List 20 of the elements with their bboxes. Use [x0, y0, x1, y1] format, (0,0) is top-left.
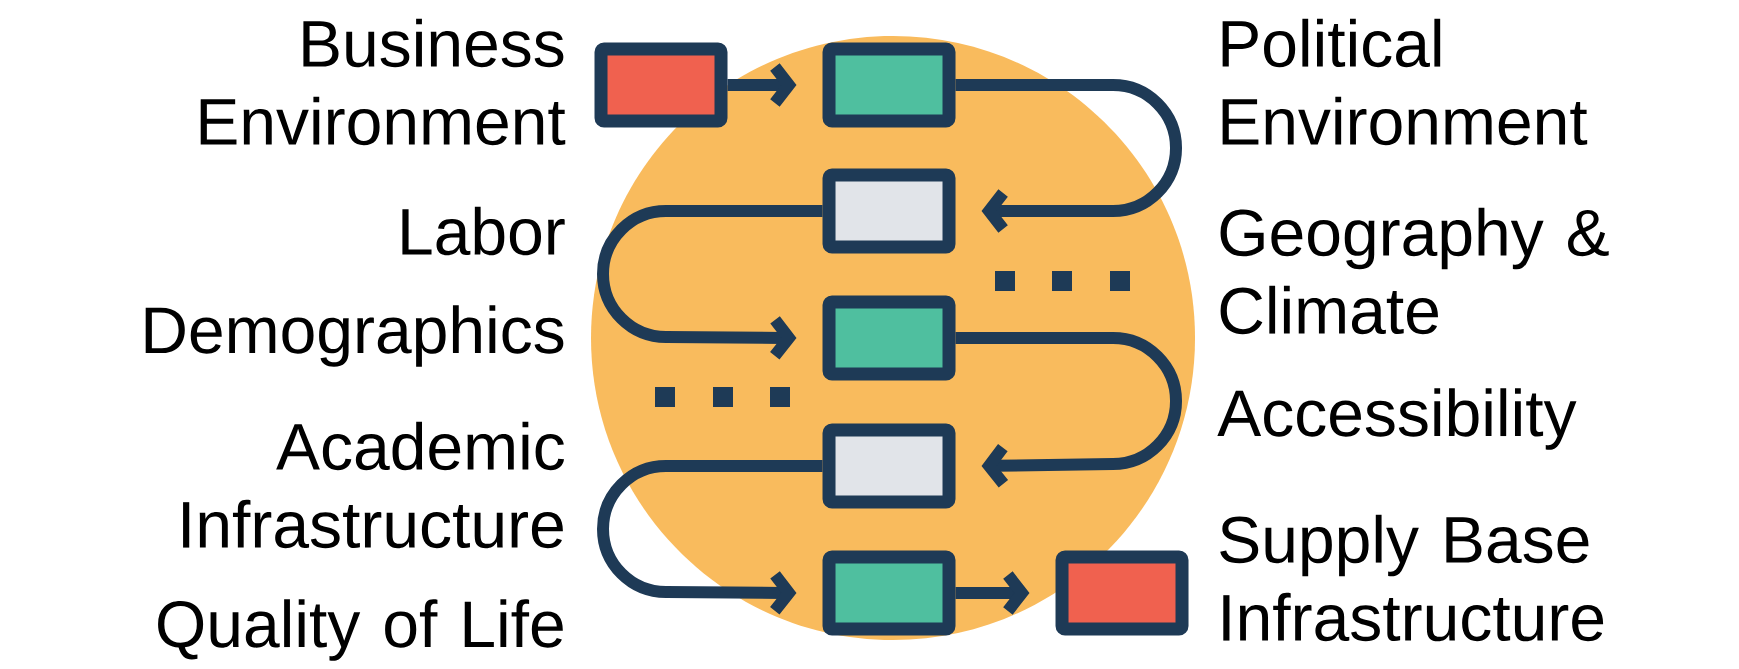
- label: Demographics: [145, 305, 564, 367]
- box-icon: [822, 423, 956, 509]
- box-icon: [822, 295, 956, 381]
- label: Political Environment: [1222, 18, 1588, 146]
- box-icon: [1055, 550, 1189, 636]
- label: Academic Infrastructure: [183, 421, 564, 549]
- box-icon: [822, 42, 956, 128]
- label: Labor: [402, 206, 565, 256]
- label: Geography & Climate: [1220, 207, 1609, 335]
- label: Quality of Life: [158, 599, 563, 661]
- label: Business Environment: [200, 18, 566, 146]
- box-icon: [594, 42, 728, 128]
- label: Accessibility: [1217, 388, 1577, 450]
- box-icon: [822, 168, 956, 254]
- arrow: [597, 205, 823, 360]
- label: Supply Base Infrastructure: [1220, 514, 1604, 642]
- arrow: [955, 79, 1182, 233]
- arrow: [955, 332, 1182, 488]
- arrow: [597, 460, 823, 615]
- box-icon: [822, 550, 956, 636]
